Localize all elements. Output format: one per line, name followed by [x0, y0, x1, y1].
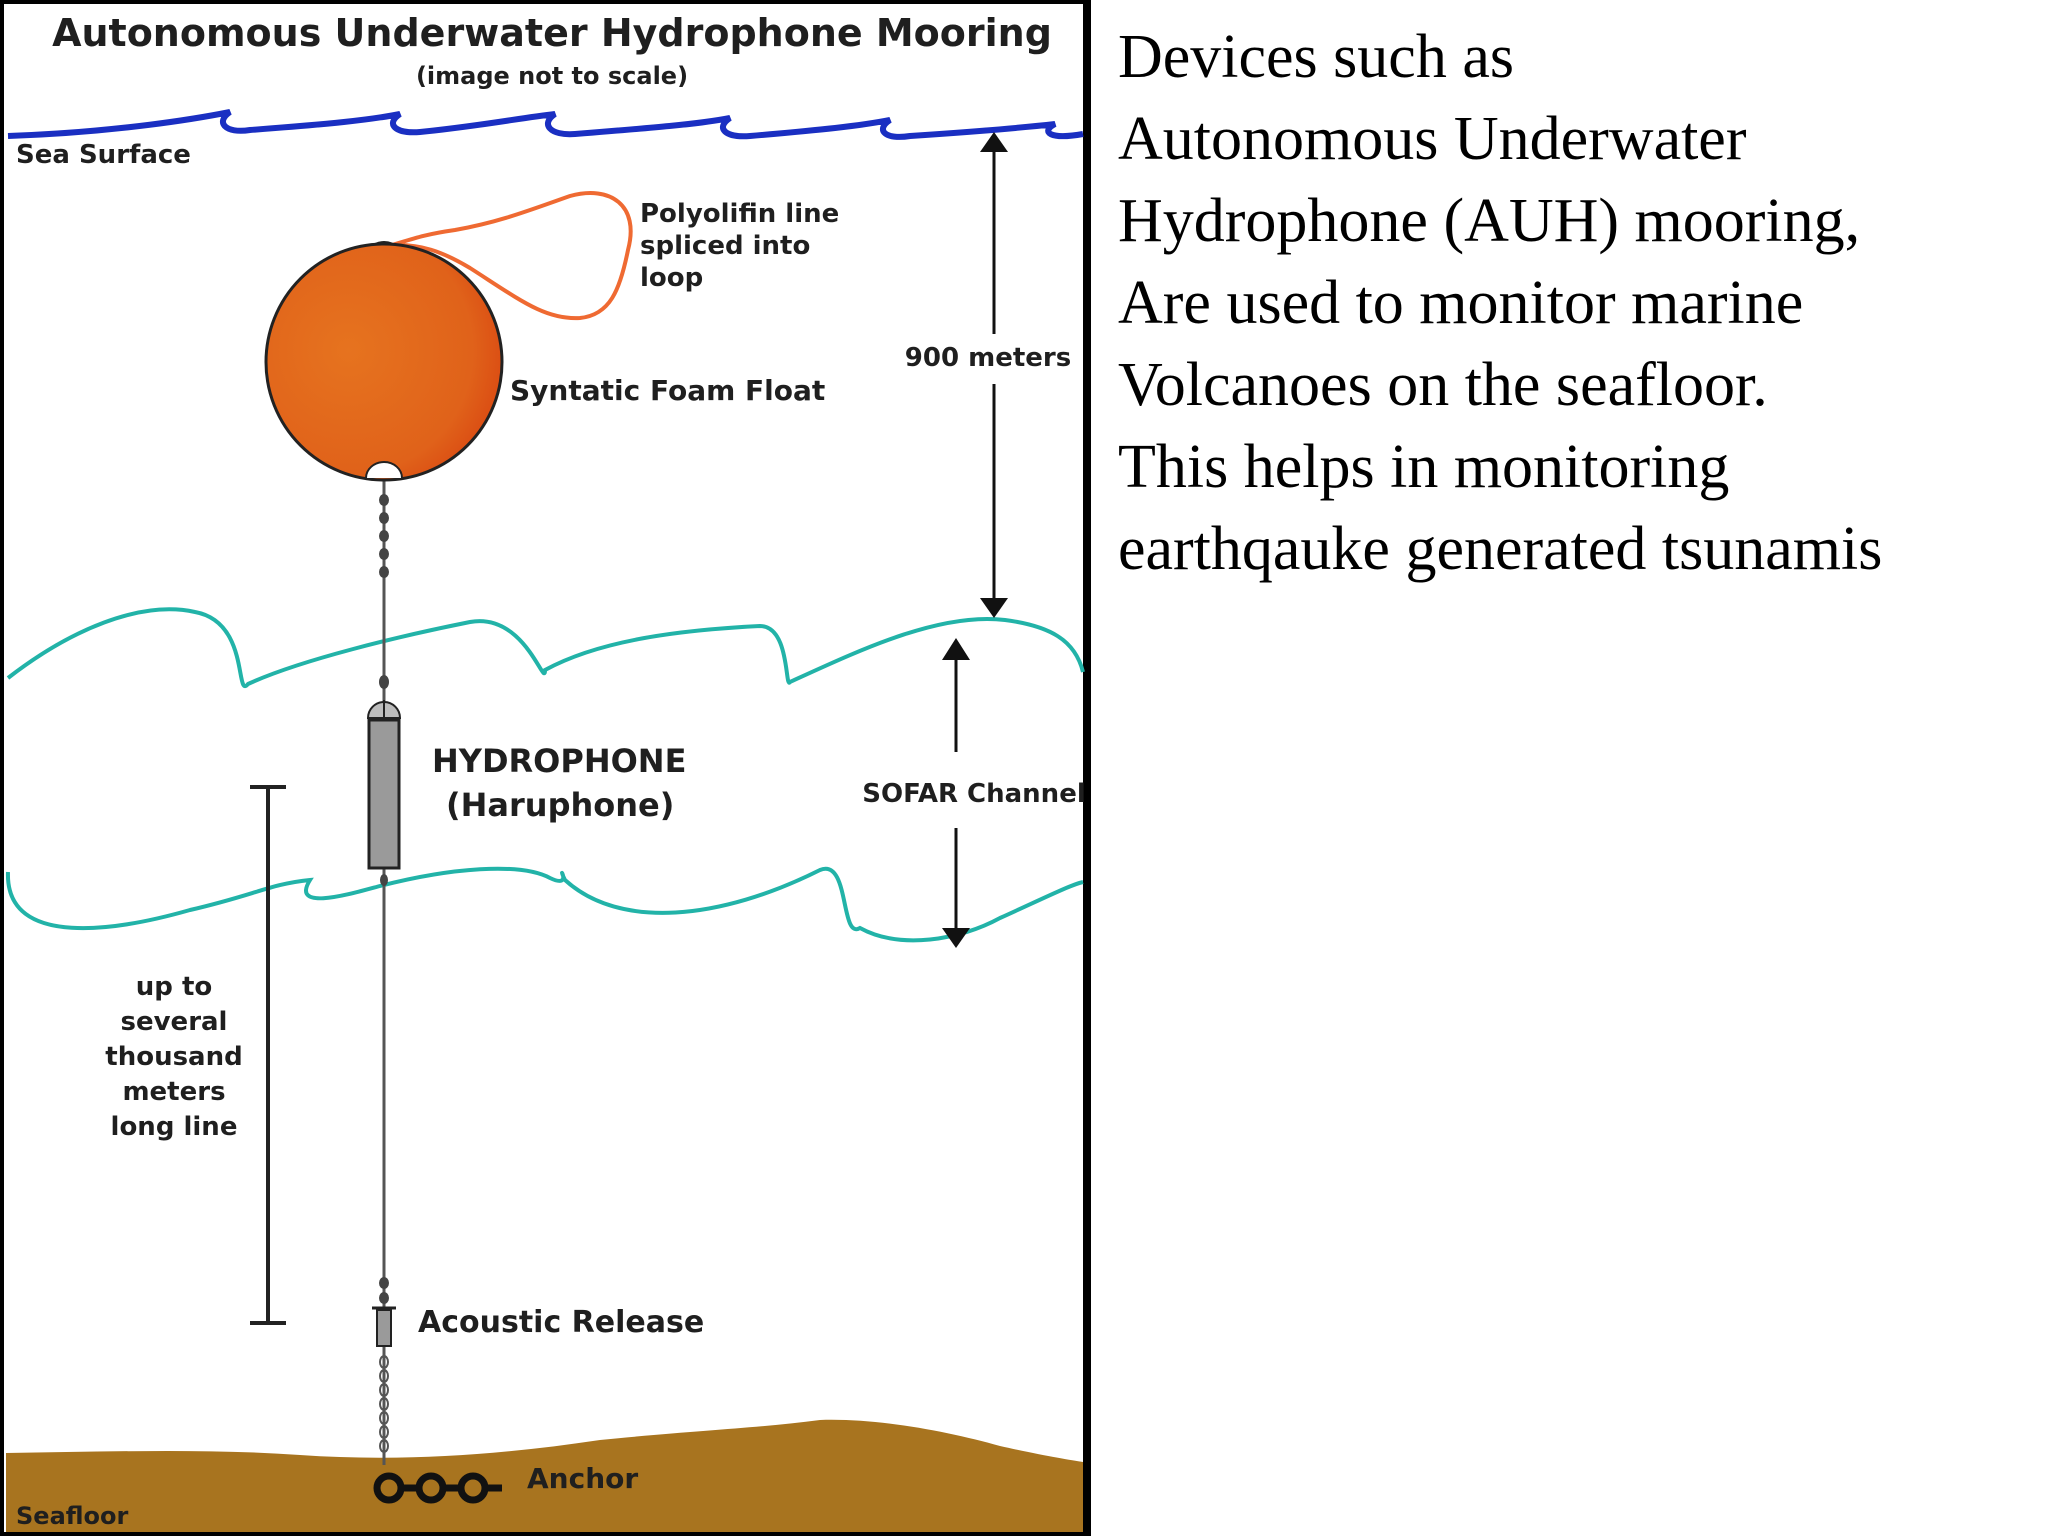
- description-line-1: Devices such as: [1118, 23, 1514, 91]
- description-line-3: Hydrophone (AUH) mooring,: [1118, 187, 1861, 255]
- long-line-label-2: several: [121, 1007, 228, 1037]
- diagram-border: [0, 0, 1091, 1536]
- diagram-subtitle: (image not to scale): [416, 62, 688, 90]
- long-line-label-3: thousand: [105, 1042, 242, 1072]
- seafloor: [6, 1419, 1083, 1532]
- long-line-label-4: meters: [122, 1077, 225, 1107]
- float-bottom-bail: [365, 461, 403, 479]
- polyolifin-label-2: spliced into: [640, 231, 810, 261]
- description-line-6: This helps in monitoring: [1118, 433, 1730, 501]
- diagram-title: Autonomous Underwater Hydrophone Mooring: [52, 11, 1052, 55]
- seafloor-label: Seafloor: [16, 1502, 129, 1530]
- hydrophone-label-1: HYDROPHONE: [432, 742, 686, 780]
- acoustic-release-label: Acoustic Release: [418, 1305, 704, 1340]
- polyolifin-label-1: Polyolifin line: [640, 199, 839, 229]
- lower-chain: [379, 1355, 389, 1453]
- sofar-lower-boundary: [5, 866, 1084, 943]
- depth-900-label: 900 meters: [905, 343, 1071, 373]
- sea-surface-line: [7, 109, 1084, 140]
- hydrophone: [366, 675, 402, 886]
- depth-900-arrow: [980, 132, 1008, 618]
- anchor-label: Anchor: [527, 1462, 638, 1495]
- description-text: Devices such as Autonomous Underwater Hy…: [1118, 16, 2038, 590]
- polyolifin-label-3: loop: [640, 263, 703, 293]
- sofar-label: SOFAR Channel: [862, 779, 1086, 809]
- polyolifin-loop: [381, 191, 633, 321]
- description-line-7: earthqauke generated tsunamis: [1118, 515, 1883, 583]
- long-line-bracket: [250, 785, 286, 1325]
- description-line-4: Are used to monitor marine: [1118, 269, 1804, 337]
- description-line-5: Volcanoes on the seafloor.: [1118, 351, 1768, 419]
- long-line-label-1: up to: [136, 972, 212, 1002]
- description-line-2: Autonomous Underwater: [1118, 105, 1747, 173]
- acoustic-release: [372, 1277, 396, 1347]
- sea-surface-label: Sea Surface: [16, 140, 191, 170]
- hydrophone-label-2: (Haruphone): [446, 786, 674, 824]
- anchor-icon: [373, 1472, 502, 1504]
- sofar-arrow: [942, 638, 970, 948]
- sofar-upper-boundary: [6, 607, 1085, 689]
- foam-float: [264, 242, 504, 482]
- upper-chain: [379, 494, 389, 578]
- long-line-label-5: long line: [111, 1112, 238, 1142]
- float-label: Syntatic Foam Float: [510, 374, 825, 407]
